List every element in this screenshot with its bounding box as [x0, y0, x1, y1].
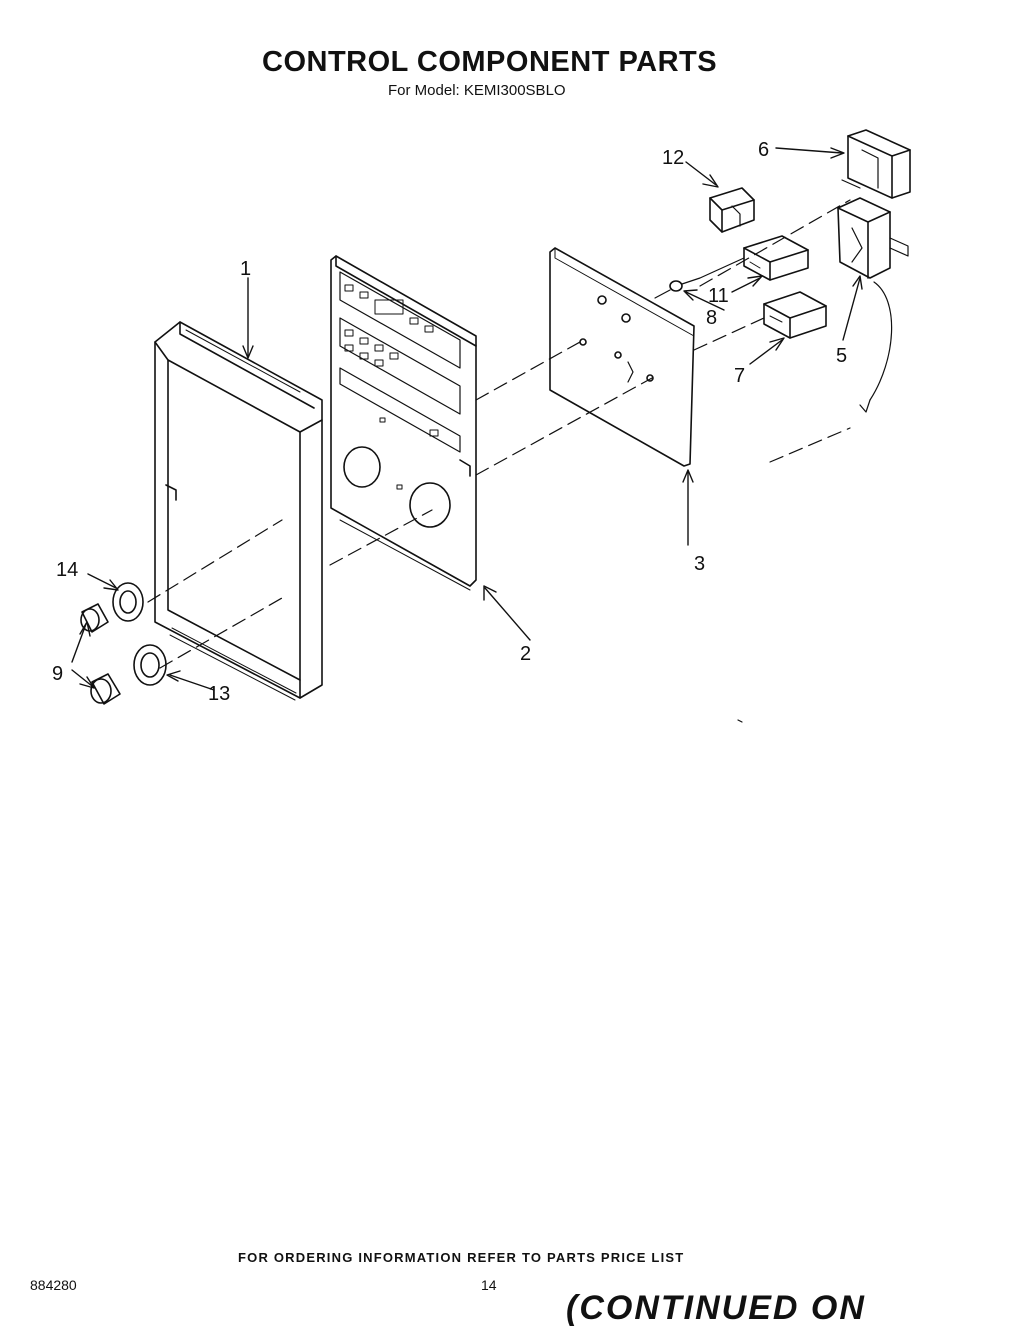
- part-11-component: [743, 235, 809, 281]
- callout-14: 14: [56, 559, 78, 581]
- part-6-component: [841, 129, 911, 199]
- part-8-connector: [654, 257, 745, 299]
- callout-12: 12: [662, 147, 684, 169]
- document-number: 884280: [30, 1277, 77, 1293]
- model-subtitle: For Model: KEMI300SBLO: [388, 82, 566, 99]
- alignment-lines: [147, 199, 851, 723]
- page-title: CONTROL COMPONENT PARTS: [262, 46, 718, 78]
- callout-5: 5: [836, 345, 847, 367]
- callout-8: 8: [706, 307, 717, 329]
- callout-9: 9: [52, 663, 63, 685]
- part-9-knobs: [80, 603, 121, 705]
- callout-13: 13: [208, 683, 230, 705]
- part-1-frame: [154, 321, 323, 701]
- callout-labels: 1 2 3 5 6 7 8 9 11 12 13 14: [52, 139, 847, 705]
- part-2-control-panel: [330, 255, 477, 591]
- part-14-bezel: [112, 582, 144, 622]
- callout-11: 11: [708, 285, 729, 307]
- callout-1: 1: [240, 258, 251, 280]
- callout-6: 6: [758, 139, 769, 161]
- ordering-note: FOR ORDERING INFORMATION REFER TO PARTS …: [238, 1250, 685, 1265]
- part-12-component: [709, 187, 755, 233]
- part-13-bezel: [133, 644, 167, 686]
- callout-2: 2: [520, 643, 531, 665]
- callout-7: 7: [734, 365, 745, 387]
- callout-3: 3: [694, 553, 705, 575]
- part-7-component: [763, 291, 827, 339]
- leader-arrows: [71, 147, 863, 691]
- continued-note: (CONTINUED ON: [566, 1289, 866, 1327]
- part-5-component: [837, 197, 909, 413]
- part-3-board: [549, 247, 695, 467]
- page-number: 14: [481, 1277, 497, 1293]
